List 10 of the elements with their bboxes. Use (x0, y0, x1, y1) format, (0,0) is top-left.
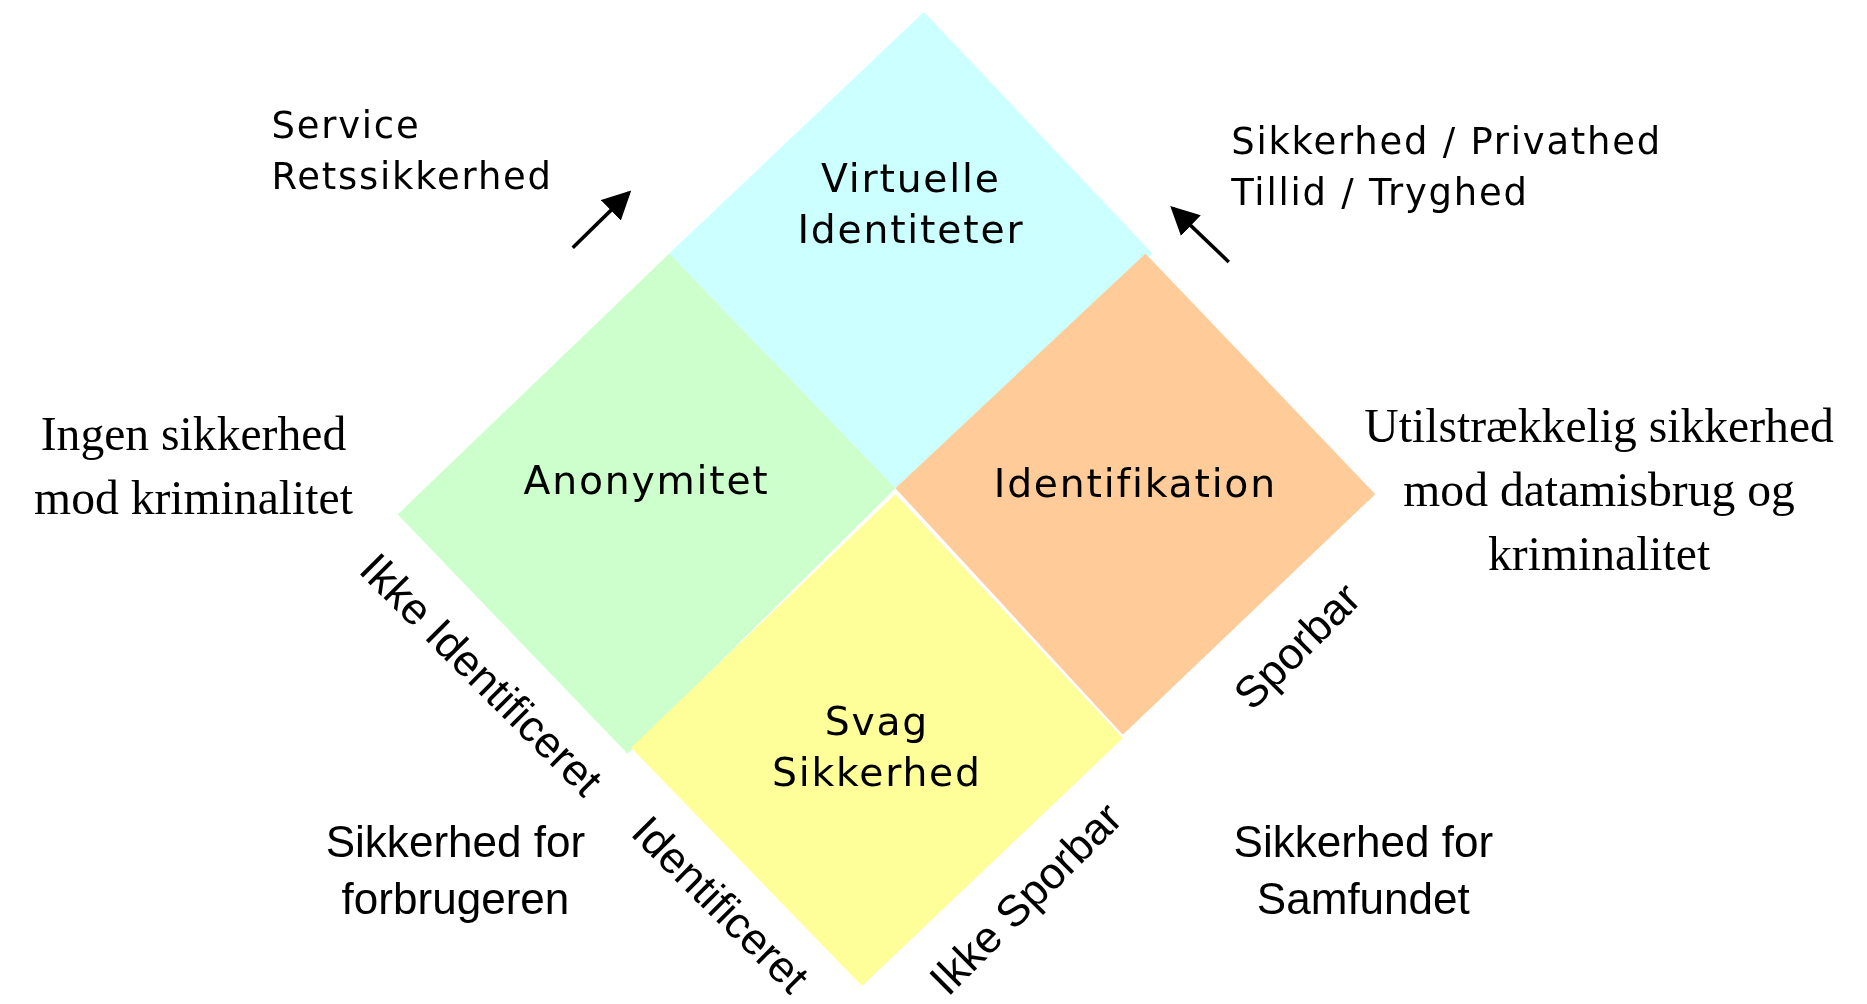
quadrant-label: Virtuelle Identiteter (796, 153, 1026, 255)
note-text: Ingen sikkerhed mod kriminalitet (33, 406, 354, 528)
quadrant-label: Identifikation (992, 458, 1278, 509)
note-text: Sikkerhed for forbrugeren (324, 817, 587, 926)
quadrant-label: Anonymitet (522, 456, 771, 506)
note-text: Utilstrækkelig sikkerhed mod datamisbrug og kriminalitet (1363, 397, 1835, 584)
note-text: Service Retssikkerhed (271, 102, 554, 200)
note-text: Sikkerhed for Samfundet (1232, 817, 1495, 926)
quadrant-label: Svag Sikkerhed (771, 696, 983, 798)
note-text: Sikkerhed / Privathed Tillid / Tryghed (1231, 118, 1663, 216)
